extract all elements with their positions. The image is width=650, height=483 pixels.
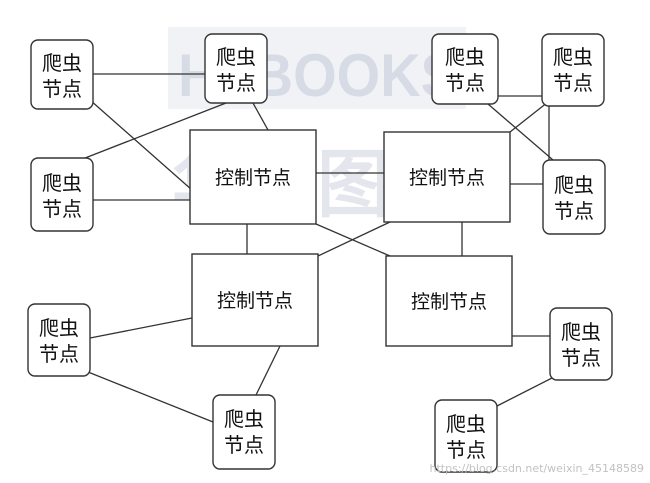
crawler-node: 爬虫 节点: [434, 399, 498, 473]
edge-crawler-7-to-ctrl-bottom-left: [89, 317, 193, 339]
control-node: 控制节点: [383, 131, 511, 223]
crawler-node-box: [541, 33, 605, 107]
crawler-node-label-line1: 爬虫: [554, 173, 594, 197]
crawler-node-label-line2: 节点: [553, 71, 593, 95]
crawler-node-label-line2: 节点: [39, 342, 79, 366]
crawler-node-label-line1: 爬虫: [224, 407, 264, 431]
edge-crawler-1-to-ctrl-top-left: [89, 99, 193, 191]
crawler-node-box: [431, 33, 499, 105]
crawler-node-label-line2: 节点: [42, 77, 82, 101]
crawler-node-box: [30, 157, 94, 232]
control-node: 控制节点: [191, 253, 319, 347]
edge-ctrl-top-right-to-ctrl-bottom-left: [317, 221, 391, 257]
crawler-node: 爬虫 节点: [542, 159, 606, 235]
crawler-node: 爬虫 节点: [212, 394, 276, 470]
control-node-box: [191, 253, 319, 347]
edge-crawler-7-to-crawler-8: [87, 371, 214, 423]
crawler-node-label-line2: 节点: [446, 438, 486, 462]
edge-crawler-2-to-crawler-3: [79, 102, 227, 161]
crawler-node-box: [549, 307, 613, 381]
watermark-url: https://blog.csdn.net/weixin_45148589: [429, 462, 644, 475]
crawler-node-label-line1: 爬虫: [39, 316, 79, 340]
edge-crawler-2-to-ctrl-top-left: [252, 102, 269, 131]
edge-crawler-8-to-ctrl-bottom-left: [255, 345, 281, 396]
crawler-node-box: [30, 39, 94, 110]
crawler-node-label-line1: 爬虫: [42, 171, 82, 195]
crawler-node: 爬虫 节点: [30, 157, 94, 232]
crawler-node-label-line1: 爬虫: [561, 320, 601, 344]
crawler-node-label-line2: 节点: [445, 71, 485, 95]
crawler-node-label-line2: 节点: [42, 197, 82, 221]
control-node-label: 控制节点: [215, 167, 291, 189]
crawler-node: 爬虫 节点: [27, 303, 91, 377]
control-node-label: 控制节点: [409, 167, 485, 189]
crawler-node-box: [27, 303, 91, 377]
control-node: 控制节点: [385, 255, 513, 347]
crawler-node-box: [542, 159, 606, 235]
crawler-node-label-line1: 爬虫: [42, 51, 82, 75]
crawler-node: 爬虫 节点: [541, 33, 605, 107]
crawler-node-label-line2: 节点: [216, 71, 256, 95]
crawler-node: 爬虫 节点: [204, 33, 268, 104]
crawler-node-label-line1: 爬虫: [553, 45, 593, 69]
crawler-node-label-line1: 爬虫: [216, 45, 256, 69]
control-node-box: [383, 131, 511, 223]
crawler-node: 爬虫 节点: [549, 307, 613, 381]
control-node-label: 控制节点: [217, 290, 293, 312]
crawler-node-label-line2: 节点: [561, 346, 601, 370]
crawler-node-label-line2: 节点: [224, 433, 264, 457]
crawler-node-label-line2: 节点: [554, 199, 594, 223]
control-node-label: 控制节点: [411, 291, 487, 313]
crawler-node-box: [204, 33, 268, 104]
edge-crawler-4-to-crawler-6: [487, 103, 554, 161]
crawler-node-label-line1: 爬虫: [446, 412, 486, 436]
crawler-node: 爬虫 节点: [431, 33, 499, 105]
edge-crawler-9-to-crawler-10: [496, 377, 553, 407]
control-node-box: [385, 255, 513, 347]
crawler-node-box: [212, 394, 276, 470]
control-node: 控制节点: [189, 129, 317, 225]
edge-crawler-5-to-ctrl-top-right: [509, 101, 549, 133]
crawler-node-label-line1: 爬虫: [445, 45, 485, 69]
crawler-node-box: [434, 399, 498, 473]
edges: [79, 73, 554, 423]
control-node-box: [189, 129, 317, 225]
crawler-node: 爬虫 节点: [30, 39, 94, 110]
